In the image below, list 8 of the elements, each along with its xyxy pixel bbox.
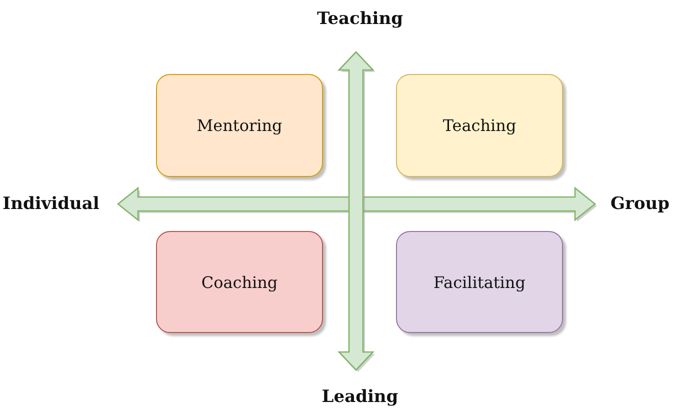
quadrant-box: Facilitating xyxy=(396,231,563,333)
axis-label: Leading xyxy=(322,387,398,407)
quadrant-box: Coaching xyxy=(156,231,323,333)
axis-label: Teaching xyxy=(317,9,403,29)
quadrant-box: Mentoring xyxy=(156,74,323,177)
quadrant-box: Teaching xyxy=(396,74,563,177)
axis-label: Group xyxy=(610,194,670,214)
axis-label: Individual xyxy=(2,194,100,214)
